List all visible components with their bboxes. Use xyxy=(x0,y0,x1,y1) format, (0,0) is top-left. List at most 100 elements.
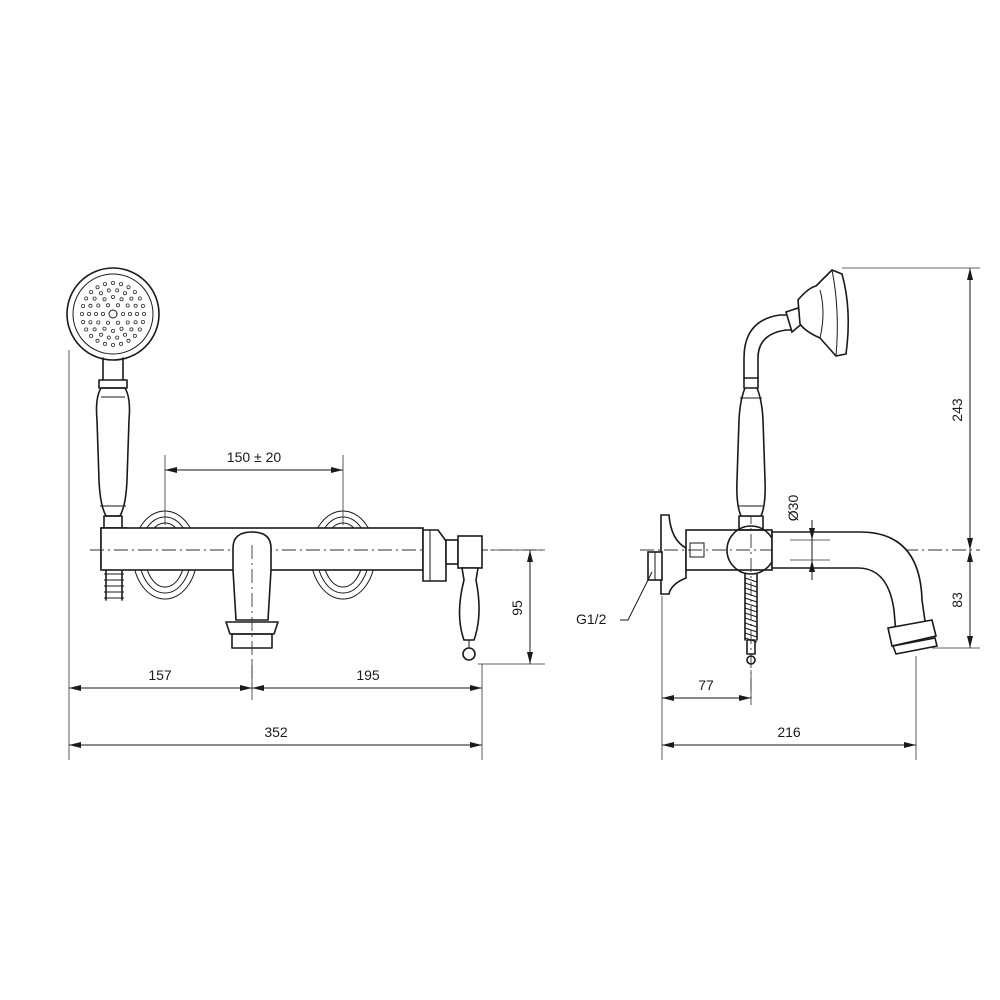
spray-hole xyxy=(106,320,111,325)
hose-coil xyxy=(744,592,758,598)
spray-hole xyxy=(84,327,89,332)
dim-depth: 77 xyxy=(662,677,751,701)
spray-hole xyxy=(106,288,111,293)
dim-total-front-label: 352 xyxy=(264,724,288,740)
spray-hole xyxy=(111,294,116,299)
spray-hole xyxy=(126,285,131,290)
spray-hole xyxy=(103,341,108,346)
hand-shower-side xyxy=(736,269,850,531)
hose-coil xyxy=(744,612,758,618)
spray-hole xyxy=(88,320,93,325)
spray-hole xyxy=(102,326,107,331)
dim-vertical-side: 243 83 xyxy=(949,268,973,648)
hose-coil xyxy=(744,597,758,603)
spray-hole xyxy=(137,327,142,332)
spray-hole xyxy=(141,311,146,316)
side-extension-lines xyxy=(661,267,980,760)
dim-height: 95 xyxy=(509,550,533,664)
front-view: 150 ± 20 95 157 195 352 xyxy=(66,267,545,760)
spray-hole xyxy=(95,285,100,290)
thread-label: G1/2 xyxy=(576,611,607,627)
spray-hole xyxy=(115,288,120,293)
spray-hole xyxy=(132,290,137,295)
dim-centers: 150 ± 20 xyxy=(165,449,343,473)
lever-handle-front xyxy=(422,529,483,661)
spray-hole xyxy=(81,319,86,324)
spray-hole xyxy=(132,333,137,338)
spray-hole xyxy=(96,320,101,325)
dim-left-right: 157 195 xyxy=(69,667,482,691)
spray-hole xyxy=(119,297,124,302)
hose-coil xyxy=(744,617,758,623)
hose-coil xyxy=(744,632,758,638)
spray-hole xyxy=(125,320,130,325)
dim-total-side: 216 xyxy=(662,724,916,748)
hose-coil xyxy=(744,582,758,588)
spray-hole xyxy=(92,296,97,301)
dim-depth-label: 77 xyxy=(698,677,714,693)
hose-coil xyxy=(744,602,758,608)
spray-hole xyxy=(87,311,92,316)
spray-hole xyxy=(111,342,116,347)
thread-callout: G1/2 xyxy=(576,571,653,627)
dim-right-label: 195 xyxy=(356,667,380,683)
spray-hole xyxy=(125,303,130,308)
spray-hole xyxy=(129,327,134,332)
spray-hole xyxy=(134,311,139,316)
dim-height-label: 95 xyxy=(509,600,525,616)
hand-shower-handle-front xyxy=(95,387,131,529)
hose-coil xyxy=(744,627,758,633)
spray-hole xyxy=(127,311,132,316)
spray-hole xyxy=(116,303,121,308)
hose-coil xyxy=(744,587,758,593)
dim-diameter: Ø30 xyxy=(785,495,815,580)
spray-hole xyxy=(119,341,124,346)
hose-side xyxy=(744,573,758,665)
spray-hole xyxy=(81,303,86,308)
hose-coil xyxy=(744,577,758,583)
dim-diameter-label: Ø30 xyxy=(785,495,801,522)
spray-hole xyxy=(116,320,121,325)
spray-hole xyxy=(106,335,111,340)
spray-hole xyxy=(92,327,97,332)
side-view: G1/2 243 83 Ø30 xyxy=(576,267,980,760)
spray-hole xyxy=(137,296,142,301)
spray-hole xyxy=(101,311,106,316)
spray-hole xyxy=(95,338,100,343)
spray-hole xyxy=(140,303,145,308)
spray-hole xyxy=(89,333,94,338)
spray-hole xyxy=(99,291,104,296)
spray-hole xyxy=(111,280,116,285)
dim-centers-label: 150 ± 20 xyxy=(227,449,282,465)
dim-total-front: 352 xyxy=(69,724,482,748)
spray-hole xyxy=(133,320,138,325)
spray-hole xyxy=(94,311,99,316)
spray-hole xyxy=(121,311,126,316)
dim-hand-shower-label: 243 xyxy=(949,398,965,422)
front-extension-lines xyxy=(68,350,545,760)
spray-hole xyxy=(84,296,89,301)
spray-hole xyxy=(115,335,120,340)
spray-hole xyxy=(140,319,145,324)
spray-hole xyxy=(123,291,128,296)
spray-hole xyxy=(103,282,108,287)
spray-hole xyxy=(102,297,107,302)
spray-hole xyxy=(129,296,134,301)
spray-hole xyxy=(119,282,124,287)
dim-spout-drop-label: 83 xyxy=(949,592,965,608)
spray-hole xyxy=(111,328,116,333)
spray-hole xyxy=(133,303,138,308)
spray-hole xyxy=(88,303,93,308)
spray-hole xyxy=(80,311,85,316)
spray-hole xyxy=(89,290,94,295)
bath-spout-side xyxy=(771,531,938,655)
spray-hole xyxy=(99,332,104,337)
spray-hole xyxy=(119,326,124,331)
dim-total-side-label: 216 xyxy=(777,724,801,740)
hose-coil xyxy=(744,622,758,628)
spray-hole xyxy=(126,338,131,343)
spray-hole xyxy=(123,332,128,337)
wall-flange-side xyxy=(647,514,687,595)
spray-hole xyxy=(106,303,111,308)
